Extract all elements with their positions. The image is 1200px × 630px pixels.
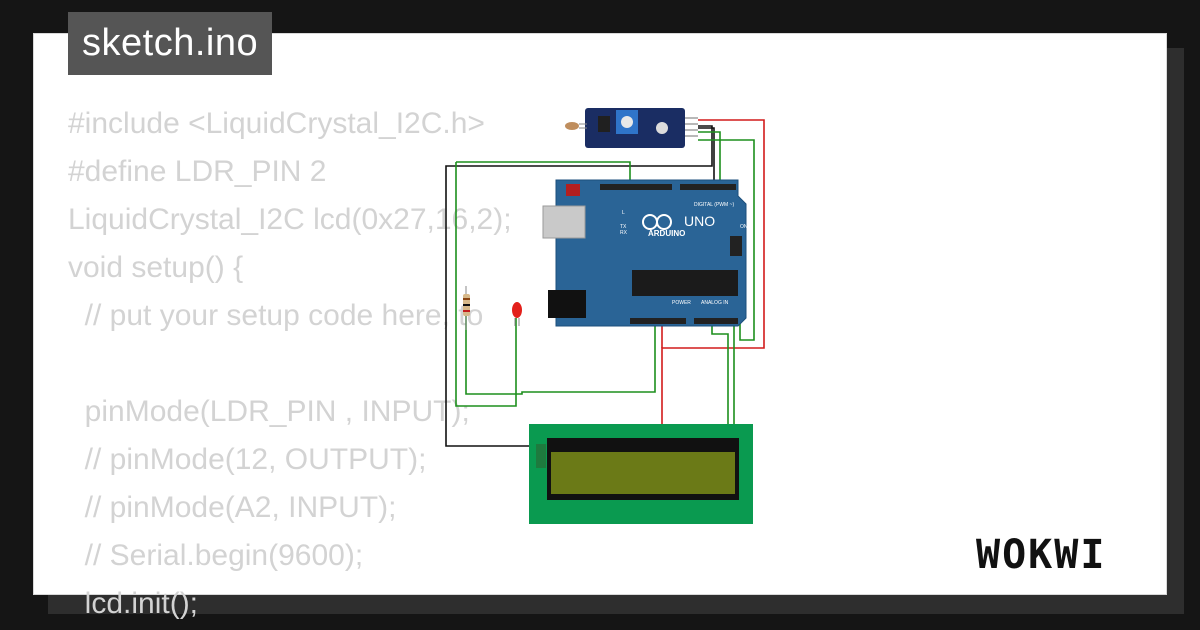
code-line: // pinMode(A2, INPUT); <box>68 491 397 524</box>
tx-label: TX <box>620 224 627 230</box>
code-line: lcd.init(); <box>68 587 199 620</box>
black-wire <box>445 125 713 447</box>
code-line: LiquidCrystal_I2C lcd(0x27,16,2); <box>68 203 512 236</box>
board-brand: ARDUINO <box>648 229 685 238</box>
board-name: UNO <box>684 213 715 229</box>
red-led <box>512 302 522 326</box>
code-line: // put your setup code here, to <box>68 299 484 332</box>
green-wire <box>698 131 721 184</box>
code-line: // Serial.begin(9600); <box>68 539 364 572</box>
analog-label: ANALOG IN <box>701 300 729 306</box>
digital-header <box>680 184 736 190</box>
black-wire <box>698 127 715 182</box>
green-wire <box>698 139 755 341</box>
ldr-sensor-module <box>565 108 698 148</box>
green-wire <box>465 300 656 395</box>
on-label: ON <box>740 224 748 230</box>
code-line: pinMode(LDR_PIN , INPUT); <box>68 395 470 428</box>
green-wire <box>455 162 517 407</box>
arduino-board: UNO ARDUINO DIGITAL (PWM ~) ANALOG IN PO… <box>542 179 748 327</box>
power-label: POWER <box>672 300 691 306</box>
atmega-chip <box>632 270 738 296</box>
code-editor: #include <LiquidCrystal_I2C.h> #define L… <box>68 100 512 628</box>
power-header <box>630 318 686 324</box>
green-wire <box>456 161 631 182</box>
code-line: // pinMode(12, OUTPUT); <box>68 443 427 476</box>
code-line: #define LDR_PIN 2 <box>68 155 327 188</box>
digital-header <box>600 184 672 190</box>
analog-header <box>694 318 738 324</box>
file-title-tab[interactable]: sketch.ino <box>68 12 273 75</box>
resistor <box>463 286 470 330</box>
wokwi-logo: WOKWI <box>976 532 1107 578</box>
code-line: void setup() { <box>68 251 244 284</box>
power-jack <box>548 290 586 318</box>
digital-label: DIGITAL (PWM ~) <box>694 202 734 208</box>
rx-label: RX <box>620 230 628 236</box>
lcd-display <box>529 424 753 524</box>
l-label: L <box>622 210 625 216</box>
code-line: #include <LiquidCrystal_I2C.h> <box>68 107 485 140</box>
usb-port <box>542 205 586 239</box>
reset-button <box>566 184 580 196</box>
